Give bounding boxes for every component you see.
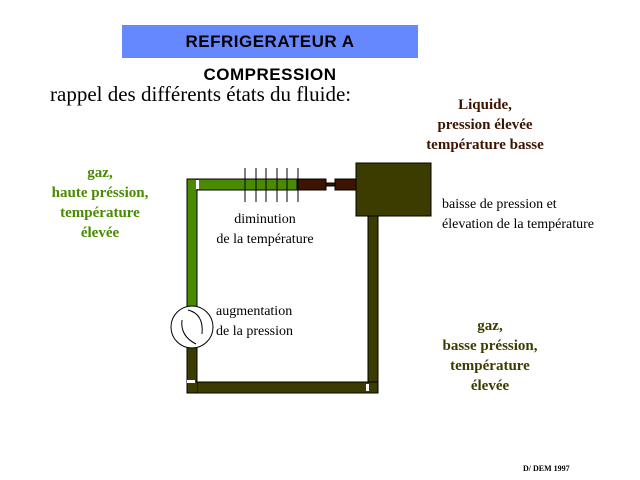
subtitle: rappel des différents états du fluide: bbox=[50, 82, 352, 106]
label-line: baisse de pression et bbox=[442, 197, 557, 212]
label-line: température bbox=[450, 358, 530, 374]
label-line: Liquide, bbox=[458, 97, 512, 113]
pipe-marker bbox=[196, 180, 199, 189]
cold-gas-pipe-right bbox=[367, 215, 379, 394]
condenser-fins bbox=[244, 168, 299, 202]
label-line: de la température bbox=[216, 232, 314, 247]
label-line: pression élevée bbox=[437, 117, 533, 133]
liquid-pipe-2 bbox=[334, 178, 358, 191]
expansion-valve bbox=[325, 182, 336, 187]
label-line: gaz, bbox=[477, 318, 503, 334]
label-line: élevation de la température bbox=[442, 217, 594, 232]
label-line: température basse bbox=[426, 137, 544, 153]
label-line: haute préssion, bbox=[51, 185, 149, 201]
evaporator-box bbox=[355, 162, 432, 217]
label-line: basse préssion, bbox=[442, 338, 538, 354]
cold-gas-pipe-bottom bbox=[186, 381, 379, 394]
label-line: température bbox=[60, 205, 140, 221]
liquid-state-label: Liquide, pression élevée température bas… bbox=[405, 95, 565, 155]
label-line: élevée bbox=[80, 225, 120, 241]
high-pressure-gas-label: gaz, haute préssion, température élevée bbox=[30, 163, 170, 243]
label-line: de la pression bbox=[216, 324, 293, 339]
pipe-marker bbox=[366, 384, 369, 391]
low-pressure-gas-label: gaz, basse préssion, température élevée bbox=[420, 316, 560, 396]
compressor-icon bbox=[170, 305, 214, 349]
label-line: diminution bbox=[234, 212, 296, 227]
pressure-drop-label: baisse de pression et élevation de la te… bbox=[442, 195, 594, 235]
hot-gas-pipe-top bbox=[186, 178, 299, 191]
hot-gas-pipe-left bbox=[186, 178, 198, 310]
pipe-marker bbox=[187, 380, 195, 383]
label-line: augmentation bbox=[216, 304, 293, 319]
pressure-increase-label: augmentation de la pression bbox=[216, 302, 293, 342]
label-line: gaz, bbox=[87, 165, 113, 181]
liquid-pipe bbox=[296, 178, 327, 191]
credit-text: D/ DEM 1997 bbox=[523, 464, 570, 473]
temperature-decrease-label: diminution de la température bbox=[205, 210, 325, 250]
page-title: REFRIGERATEUR A COMPRESSION bbox=[122, 25, 418, 84]
label-line: élevée bbox=[470, 378, 510, 394]
